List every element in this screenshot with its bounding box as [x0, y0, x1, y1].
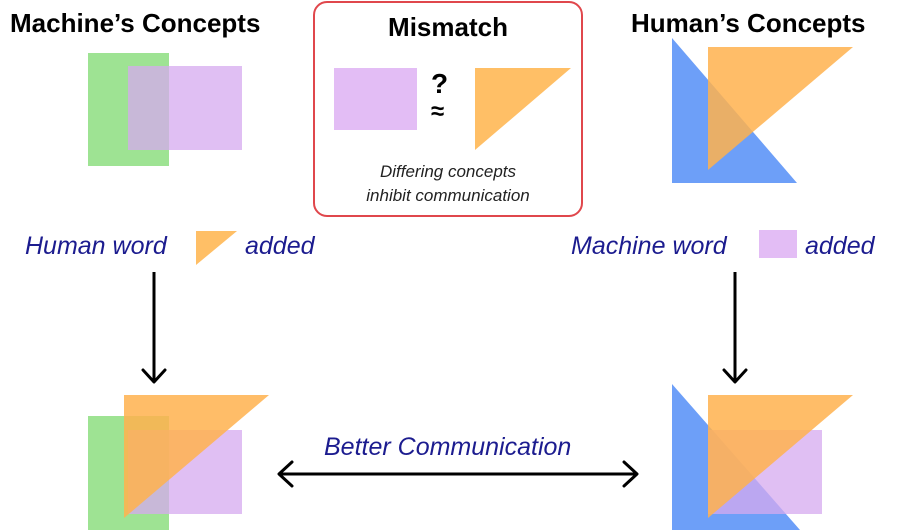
- machine-purple-rect: [128, 66, 242, 150]
- human-word-label: Human word: [25, 232, 167, 260]
- mismatch-title: Mismatch: [388, 12, 508, 42]
- mismatch-purple-rect: [334, 68, 417, 130]
- human-orange-triangle: [708, 47, 853, 170]
- communication-arrow-right-head: [622, 460, 639, 488]
- better-communication-label: Better Communication: [324, 433, 572, 461]
- machine-word-added-label: added: [805, 232, 875, 260]
- human-concepts-heading: Human’s Concepts: [631, 8, 866, 38]
- mismatch-caption-line1: Differing concepts: [379, 162, 517, 181]
- mismatch-caption-line2: inhibit communication: [366, 186, 530, 205]
- machine-concepts-heading: Machine’s Concepts: [10, 8, 261, 38]
- bottom-left-orange-triangle: [124, 395, 269, 518]
- machine-word-square-icon: [759, 230, 797, 258]
- communication-arrow-left-head: [277, 460, 294, 488]
- bottom-right-orange-triangle: [708, 395, 853, 518]
- right-down-arrow-head: [722, 368, 748, 384]
- mismatch-question-mark: ?: [431, 68, 449, 99]
- machine-word-label: Machine word: [571, 232, 727, 260]
- human-word-added-label: added: [245, 232, 315, 260]
- left-down-arrow-head: [141, 368, 167, 384]
- human-word-triangle-icon: [196, 231, 237, 265]
- mismatch-orange-triangle: [475, 68, 571, 150]
- mismatch-approx-symbol: ≈: [431, 98, 445, 125]
- mismatch-box: [313, 1, 583, 217]
